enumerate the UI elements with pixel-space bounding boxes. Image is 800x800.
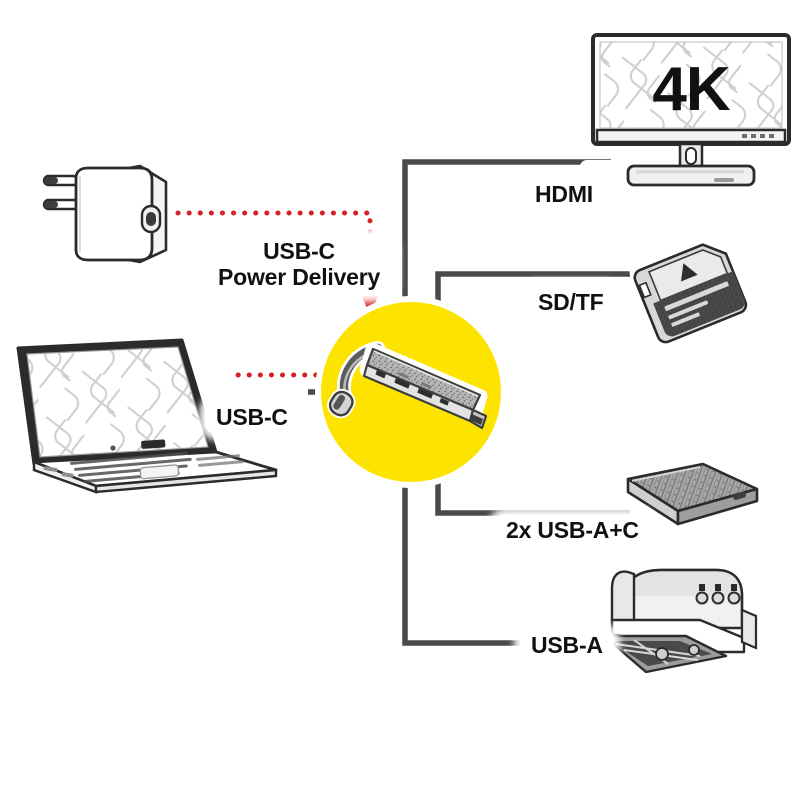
label-usb-a: USB-A [520,629,614,662]
label-usb-c-power-delivery: USB-C Power Delivery [205,234,394,296]
label-2x-usb-a-plus-c: 2x USB-A+C [495,514,650,547]
label-sdtf: SD/TF [527,286,615,319]
device-printer [596,562,758,674]
device-sd-card [629,232,751,350]
usb-c-hub-device [327,341,488,430]
device-4k-monitor: 4K [580,30,794,187]
device-power-adapter [34,156,174,266]
device-external-hard-drive [617,455,767,534]
label-hdmi: HDMI [524,178,604,211]
label-usb-c: USB-C [205,401,299,434]
device-laptop [4,328,280,494]
monitor-screen-text: 4K [652,55,730,124]
